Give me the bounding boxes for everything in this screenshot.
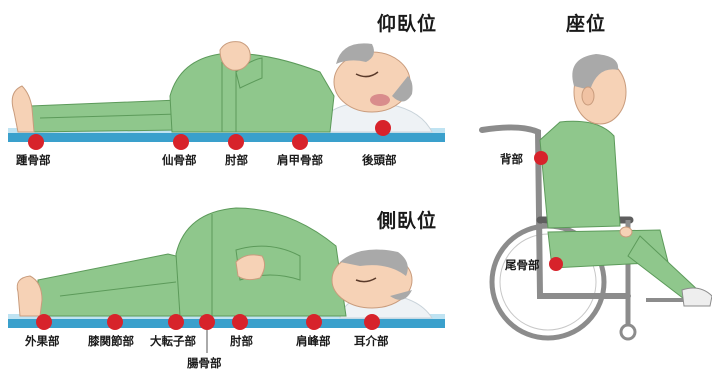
point-ilium [199,314,215,330]
label-knee: 膝関節部 [88,334,134,348]
label-ilium: 腸骨部 [187,356,222,370]
label-occiput: 後頭部 [362,153,397,167]
label-sacrum: 仙骨部 [162,153,197,167]
label-elbow-supine: 肘部 [225,153,248,167]
label-scapula: 肩甲骨部 [277,153,323,167]
point-elbow-lateral [232,314,248,330]
title-sitting: 座位 [566,13,607,35]
point-occiput [375,120,391,136]
label-heel: 踵骨部 [16,153,51,167]
point-trochanter [168,314,184,330]
point-sacrum [173,134,189,150]
lateral-point-markers [36,314,380,330]
sitting-figure [479,54,712,341]
point-scapula [292,134,308,150]
point-malleolus [36,314,52,330]
point-heel [28,134,44,150]
supine-point-markers [28,120,391,150]
lateral-mattress [8,318,445,328]
label-ear: 耳介部 [354,334,389,348]
label-malleolus: 外果部 [25,334,60,348]
label-acromion: 肩峰部 [296,334,331,348]
supine-figure [8,41,445,150]
label-elbow-lateral: 肘部 [230,334,253,348]
title-lateral: 側臥位 [377,210,438,232]
point-elbow-supine [228,134,244,150]
title-supine: 仰臥位 [377,13,438,35]
point-knee [107,314,123,330]
label-coccyx: 尾骨部 [505,258,540,272]
point-ear [364,314,380,330]
lateral-figure [8,207,445,353]
label-trochanter: 大転子部 [150,334,196,348]
supine-mattress [8,132,445,142]
sitting-point-markers [534,151,563,271]
point-acromion [306,314,322,330]
label-back: 背部 [500,152,523,166]
point-coccyx [549,257,563,271]
point-back [534,151,548,165]
